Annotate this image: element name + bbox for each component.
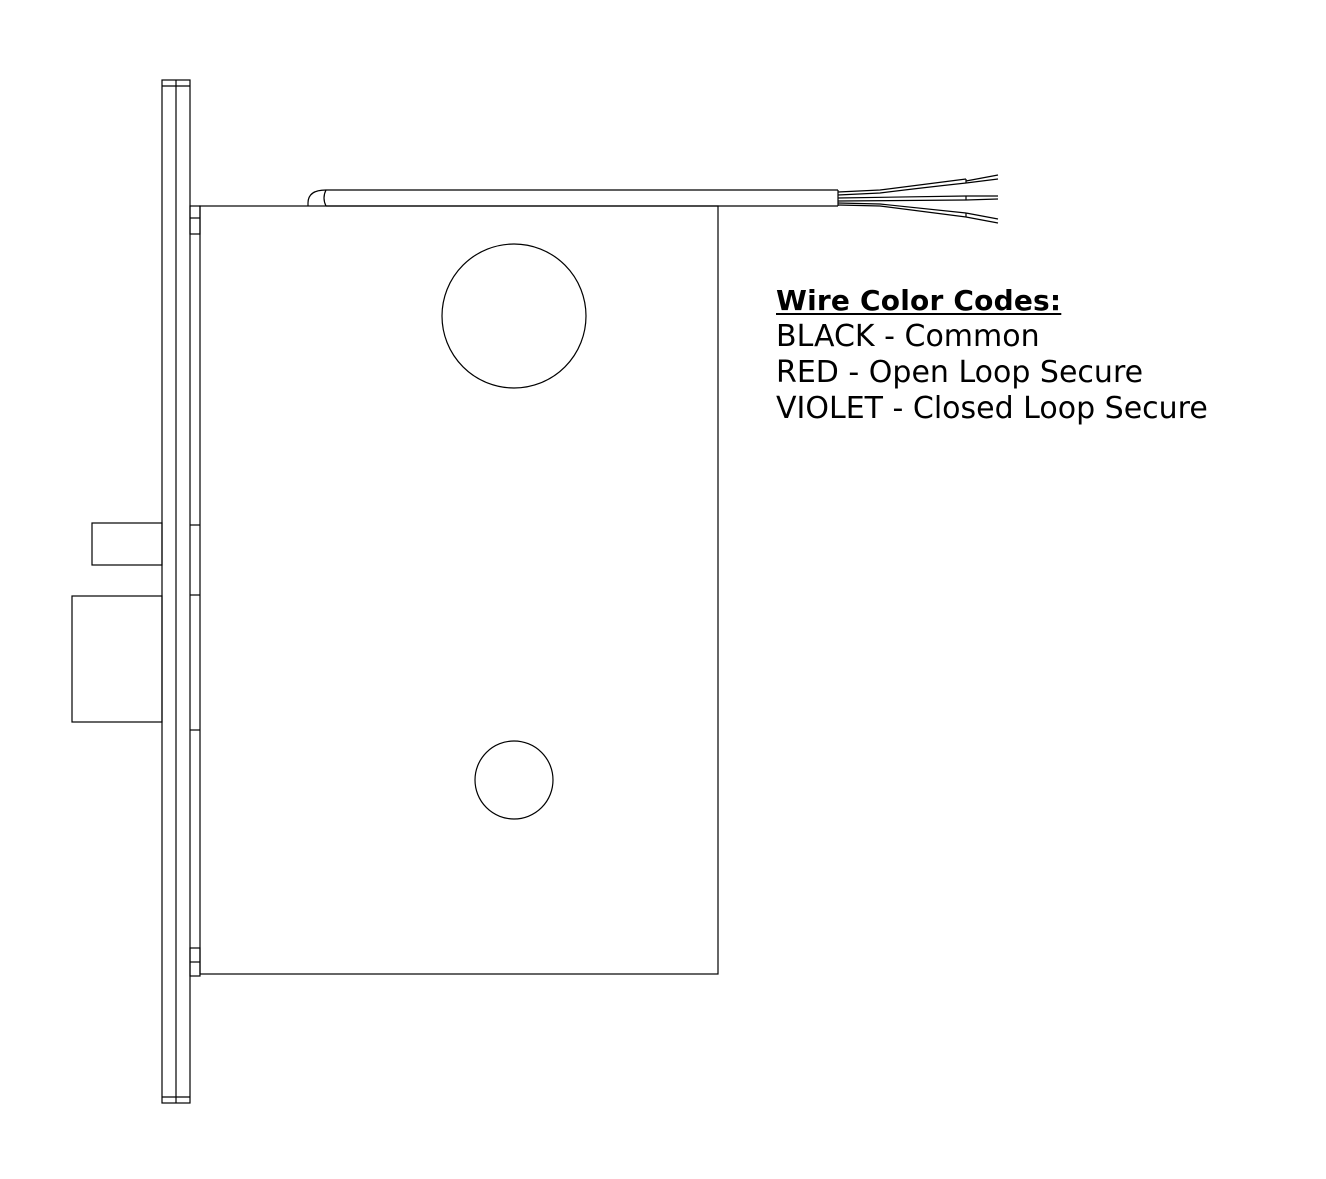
- hub-hole-upper: [441, 243, 587, 389]
- cylinder-hole-lower: [474, 740, 554, 820]
- mounting-tabs: [189, 205, 201, 977]
- latch-bolt: [91, 522, 163, 566]
- wire-cable: [307, 189, 839, 207]
- legend-title: Wire Color Codes:: [776, 284, 1062, 317]
- legend-item-red: RED - Open Loop Secure: [776, 355, 1144, 390]
- deadbolt: [71, 595, 163, 723]
- wire-leads: [837, 174, 999, 224]
- legend-item-violet: VIOLET - Closed Loop Secure: [776, 391, 1208, 426]
- legend-item-black: BLACK - Common: [776, 319, 1040, 354]
- faceplate: [161, 79, 200, 1104]
- wire-color-legend: Wire Color Codes: BLACK - Common RED - O…: [776, 283, 1208, 427]
- lock-case-body: [199, 205, 719, 975]
